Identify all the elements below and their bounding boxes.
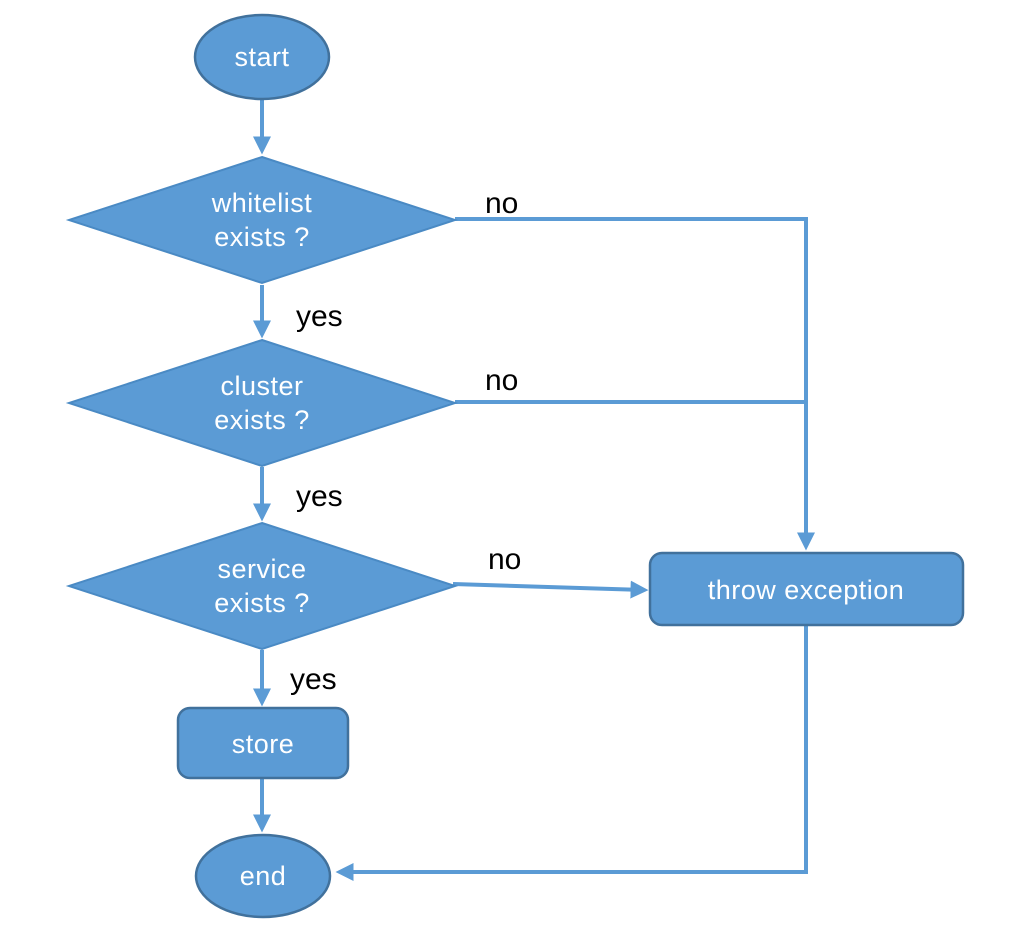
- edge-whitelist-no: [455, 217, 815, 551]
- cluster-no-label: no: [485, 364, 518, 397]
- edge-service-no: [452, 580, 649, 599]
- store-node-label: store: [232, 729, 295, 759]
- store-node: [176, 706, 350, 780]
- cluster-decision-node: [65, 338, 459, 468]
- whitelist-no-label: no: [485, 187, 518, 220]
- service-no-label: no: [488, 543, 521, 576]
- service-decision-node: [65, 521, 459, 651]
- whitelist-node-label-line1: whitelist: [211, 188, 313, 218]
- service-node-label-line1: service: [217, 554, 306, 584]
- service-yes-label: yes: [290, 663, 337, 696]
- end-node: [194, 833, 332, 919]
- start-node: [193, 13, 331, 101]
- edge-throw-to-end: [335, 626, 808, 881]
- cluster-node-label-line2: exists ?: [214, 405, 310, 435]
- cluster-node-label-line1: cluster: [220, 371, 303, 401]
- throw-exception-node: [648, 551, 965, 627]
- whitelist-decision-node: [65, 155, 459, 285]
- whitelist-yes-label: yes: [296, 300, 343, 333]
- start-node-label: start: [234, 42, 289, 72]
- cluster-yes-label: yes: [296, 480, 343, 513]
- throw-exception-node-label: throw exception: [708, 575, 905, 605]
- end-node-label: end: [240, 861, 287, 891]
- service-node-label-line2: exists ?: [214, 588, 310, 618]
- whitelist-node-label-line2: exists ?: [214, 222, 310, 252]
